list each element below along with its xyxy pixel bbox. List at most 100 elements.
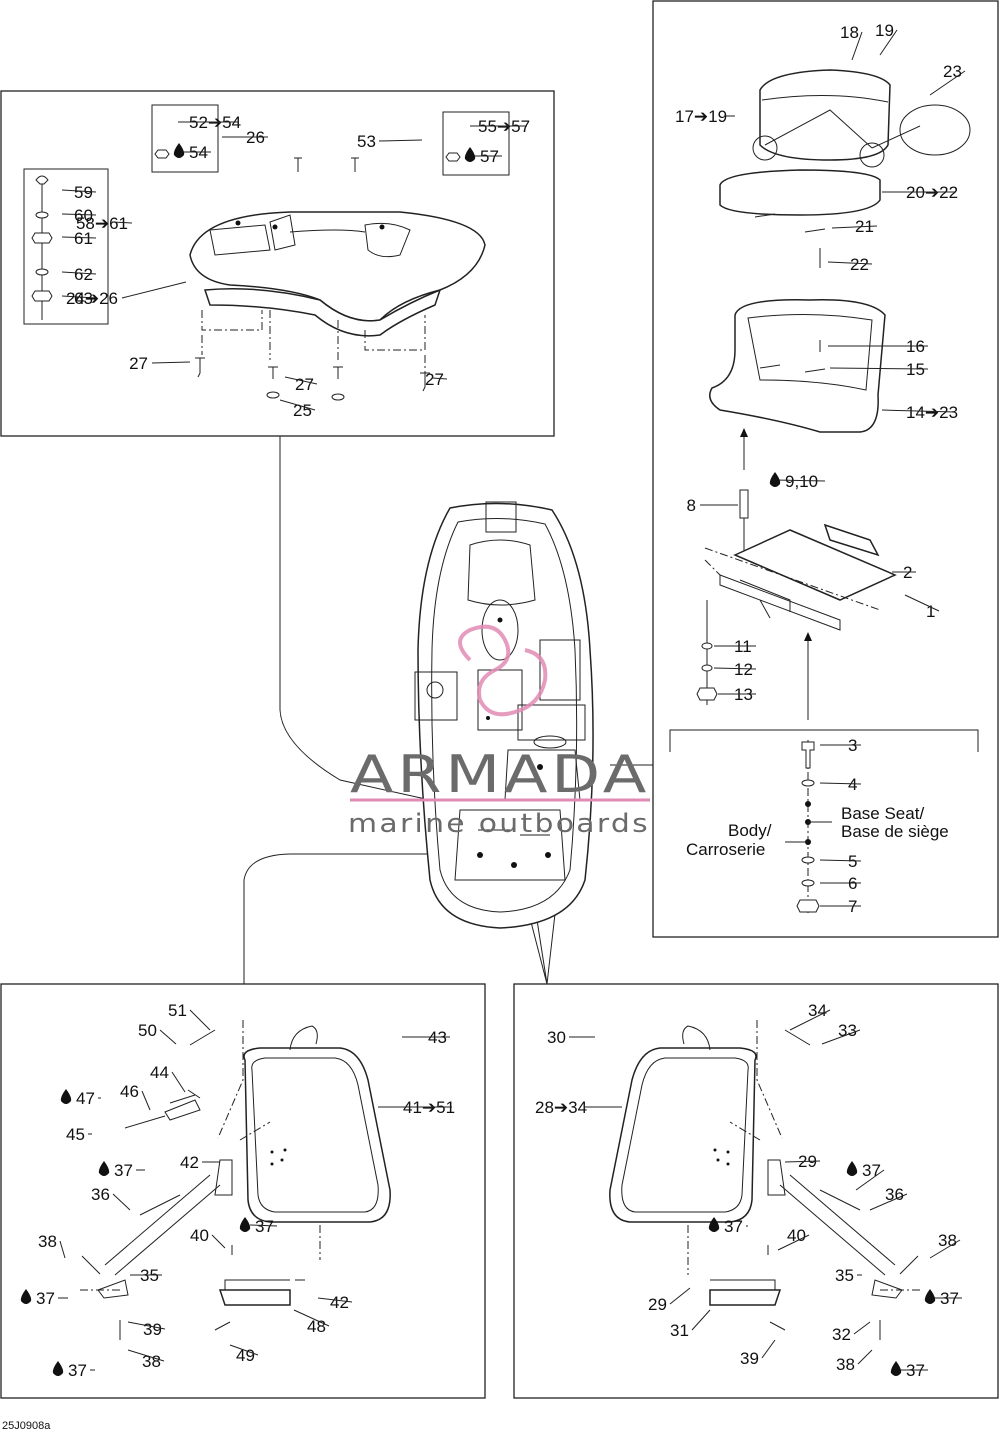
driver-seat-panel bbox=[652, 0, 999, 938]
part-number-label: 32 bbox=[832, 1325, 851, 1344]
part-number-label: 27 bbox=[129, 354, 148, 373]
part-number-label: 23 bbox=[943, 62, 962, 81]
leader-line bbox=[691, 1309, 711, 1331]
oil-drop-icon bbox=[890, 1361, 902, 1376]
oil-drop-icon bbox=[769, 472, 781, 487]
part-number-label: 39 bbox=[143, 1320, 162, 1339]
leader-line bbox=[229, 1344, 259, 1356]
part-number-label: 51 bbox=[168, 1001, 187, 1020]
leader-line bbox=[378, 139, 423, 142]
oil-drop-icon bbox=[708, 1217, 720, 1232]
oil-drop-icon bbox=[98, 1161, 110, 1176]
part-number-label: 45 bbox=[66, 1125, 85, 1144]
leader-line bbox=[784, 1160, 821, 1163]
oil-drop-icon bbox=[239, 1217, 251, 1232]
part-number-label: 42 bbox=[330, 1293, 349, 1312]
part-number-label: 24➔26 bbox=[66, 289, 118, 308]
part-number-label: 40 bbox=[787, 1226, 806, 1245]
leader-line bbox=[819, 782, 862, 785]
watermark-logo-swirl bbox=[458, 624, 548, 717]
part-number-label: 37 bbox=[36, 1289, 55, 1308]
part-number-label: 39 bbox=[740, 1349, 759, 1368]
oil-drop-icon bbox=[52, 1361, 64, 1376]
part-number-label: 38 bbox=[38, 1232, 57, 1251]
part-number-label: 19 bbox=[875, 21, 894, 40]
part-number-label: 27 bbox=[295, 375, 314, 394]
bench-fastener-group bbox=[195, 157, 430, 401]
callout-body-line1: Body/ bbox=[728, 821, 772, 840]
part-number-label: 37 bbox=[255, 1217, 274, 1236]
bench-seat-drawing bbox=[23, 104, 510, 401]
part-number-label: 37 bbox=[114, 1161, 133, 1180]
part-number-label: 28➔34 bbox=[535, 1098, 587, 1117]
part-number-label: 62 bbox=[74, 265, 93, 284]
leader-line bbox=[293, 1309, 330, 1327]
leader-line bbox=[827, 261, 873, 265]
part-number-label: 30 bbox=[547, 1028, 566, 1047]
leader-line bbox=[929, 1239, 961, 1259]
part-number-label: 34 bbox=[808, 1001, 827, 1020]
leader-line bbox=[819, 859, 862, 862]
leader-line bbox=[777, 1234, 810, 1251]
part-number-label: 53 bbox=[357, 132, 376, 151]
part-number-label: 14➔23 bbox=[906, 403, 958, 422]
part-number-label: 4 bbox=[848, 775, 857, 794]
part-number-label: 40 bbox=[190, 1226, 209, 1245]
leader-line bbox=[857, 1349, 873, 1365]
part-number-label: 37 bbox=[724, 1217, 743, 1236]
leader-line bbox=[121, 281, 187, 299]
leader-line bbox=[189, 1009, 211, 1031]
leader-line bbox=[761, 1339, 776, 1359]
part-number-label: 44 bbox=[150, 1063, 169, 1082]
leader-line bbox=[789, 1009, 831, 1031]
leader-line bbox=[127, 1349, 165, 1362]
leader-line bbox=[881, 409, 956, 413]
part-number-label: 42 bbox=[180, 1153, 199, 1172]
callout-base-seat-line1: Base Seat/ bbox=[841, 804, 924, 823]
leader-line bbox=[855, 1169, 885, 1191]
watermark-tagline: marine outboards bbox=[348, 809, 650, 839]
oil-drop-icon bbox=[60, 1089, 72, 1104]
leader-line bbox=[112, 1193, 131, 1211]
leader-line bbox=[127, 1321, 166, 1330]
leader-line bbox=[831, 225, 878, 229]
oil-drop-icon bbox=[464, 147, 476, 162]
leader-line bbox=[61, 213, 97, 216]
part-number-label: 17➔19 bbox=[675, 107, 727, 126]
part-number-label: 58➔61 bbox=[76, 214, 128, 233]
part-number-label: 18 bbox=[840, 23, 859, 42]
leader-line bbox=[211, 1234, 226, 1249]
leader-line bbox=[61, 236, 97, 239]
oil-drop-icon bbox=[924, 1289, 936, 1304]
oil-drop-icon bbox=[846, 1161, 858, 1176]
leader-line bbox=[141, 1090, 151, 1111]
part-number-label: 1 bbox=[926, 602, 935, 621]
left-backrest-panel bbox=[0, 983, 486, 1399]
right-backrest-panel bbox=[513, 983, 999, 1399]
leader-line bbox=[171, 1071, 186, 1093]
part-labels: 596061626358➔6124➔26272727252652➔5454535… bbox=[20, 21, 966, 1380]
right-backrest-drawing bbox=[609, 1020, 920, 1340]
leader-line bbox=[151, 361, 191, 364]
oil-drop-icon bbox=[20, 1289, 32, 1304]
part-number-label: 49 bbox=[236, 1346, 255, 1365]
leader-line bbox=[111, 221, 133, 224]
leader-line bbox=[279, 399, 316, 411]
leader-line bbox=[284, 376, 318, 385]
part-number-label: 63 bbox=[74, 289, 93, 308]
part-number-label: 15 bbox=[906, 360, 925, 379]
leader-line bbox=[853, 1321, 871, 1335]
bench-seat-panel bbox=[0, 90, 555, 437]
part-number-label: 37 bbox=[68, 1361, 87, 1380]
part-number-label: 50 bbox=[138, 1021, 157, 1040]
armada-watermark: ARMADA marine outboards bbox=[348, 624, 650, 839]
leader-line bbox=[159, 1029, 177, 1045]
part-number-label: 35 bbox=[835, 1266, 854, 1285]
part-number-label: 48 bbox=[307, 1317, 326, 1336]
part-number-label: 36 bbox=[885, 1185, 904, 1204]
leader-line bbox=[869, 1193, 908, 1211]
leader-line bbox=[713, 667, 757, 670]
leader-line bbox=[317, 1297, 353, 1303]
part-number-label: 37 bbox=[862, 1161, 881, 1180]
